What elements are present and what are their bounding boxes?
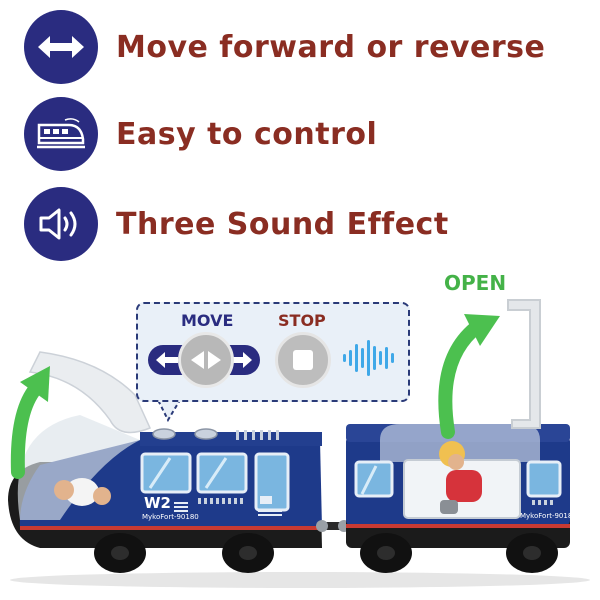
passenger-car [346,424,570,573]
engine-car [8,351,322,573]
arrow-right-icon [230,352,252,368]
stop-label: STOP [278,311,326,330]
feature-move: Move forward or reverse [24,10,545,84]
sound-wave-icon [343,340,394,376]
stop-square-icon [293,350,313,370]
move-direction-button[interactable] [178,332,234,388]
double-triangle-icon [191,351,221,369]
feature-move-circle [24,10,98,84]
coupler [320,522,346,530]
feature-move-label: Move forward or reverse [116,29,546,65]
speaker-icon [39,208,77,240]
feature-control-circle [24,97,98,171]
open-label: OPEN [444,271,507,295]
arrow-left-icon [156,352,178,368]
double-arrow-icon [38,36,84,58]
ground-shadow [10,572,590,588]
feature-control-label: Easy to control [116,116,378,152]
train-icon [37,118,85,149]
coupler-magnet-left [316,520,328,532]
move-label: MOVE [181,311,234,330]
feature-sound: Three Sound Effect [24,187,449,261]
feature-sound-circle [24,187,98,261]
engine-serial: MykoFort-90180 [142,513,199,521]
stop-button[interactable] [275,332,331,388]
feature-control: Easy to control [24,97,377,171]
car-serial: MykoFort-90180 [520,512,577,520]
feature-sound-label: Three Sound Effect [116,206,449,242]
engine-badge: W2 [144,494,171,512]
open-canopy-arrow [10,381,43,479]
open-lid [507,299,541,429]
open-lid-arrow [438,319,485,439]
